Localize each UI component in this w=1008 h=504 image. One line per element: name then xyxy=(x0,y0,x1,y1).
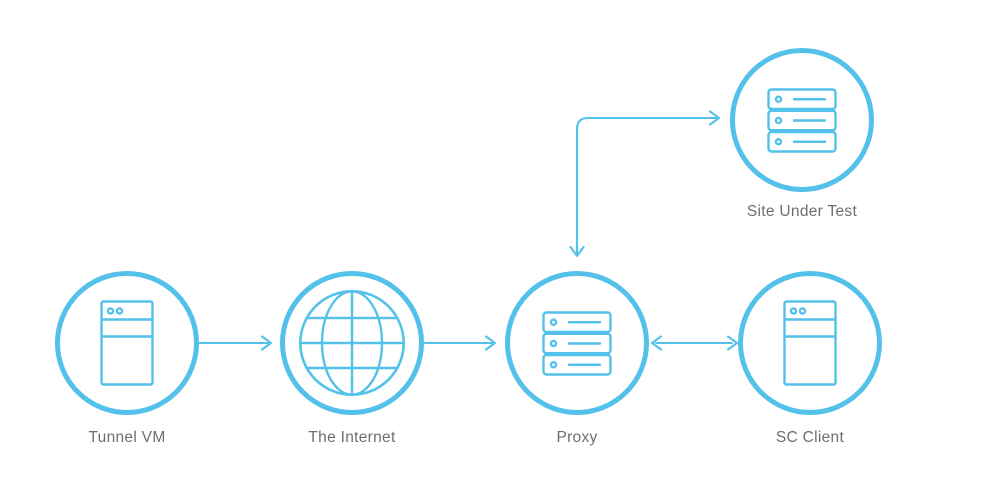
node-circle xyxy=(55,271,199,415)
node-circle xyxy=(730,48,874,192)
arrowhead-right-icon xyxy=(708,110,721,126)
tower-server-icon xyxy=(783,300,837,386)
connector-proxy-to-siteundertest xyxy=(569,110,721,258)
node-circle xyxy=(505,271,649,415)
node-circle xyxy=(738,271,882,415)
arrowhead-right-icon xyxy=(726,335,739,351)
connector-tunnelvm-to-internet xyxy=(197,335,273,351)
connector-internet-to-proxy xyxy=(423,335,497,351)
connector-proxy-to-scclient xyxy=(650,335,739,351)
node-sc-client: SC Client xyxy=(738,271,882,446)
node-label: The Internet xyxy=(308,429,396,446)
node-site-under-test: Site Under Test xyxy=(730,48,874,220)
node-tunnel-vm: Tunnel VM xyxy=(55,271,199,446)
tower-server-icon xyxy=(100,300,154,386)
node-the-internet: The Internet xyxy=(280,271,424,446)
server-stack-icon xyxy=(767,87,837,153)
node-label: Proxy xyxy=(556,429,598,446)
server-stack-icon xyxy=(542,310,612,376)
node-label: SC Client xyxy=(775,429,845,446)
node-proxy: Proxy xyxy=(505,271,649,446)
node-label: Tunnel VM xyxy=(88,429,166,446)
arrowhead-down-icon xyxy=(569,245,585,258)
node-label: Site Under Test xyxy=(746,203,858,220)
arrowhead-right-icon xyxy=(484,335,497,351)
globe-icon xyxy=(298,289,406,397)
arrowhead-right-icon xyxy=(260,335,273,351)
arrowhead-left-icon xyxy=(650,335,663,351)
node-circle xyxy=(280,271,424,415)
